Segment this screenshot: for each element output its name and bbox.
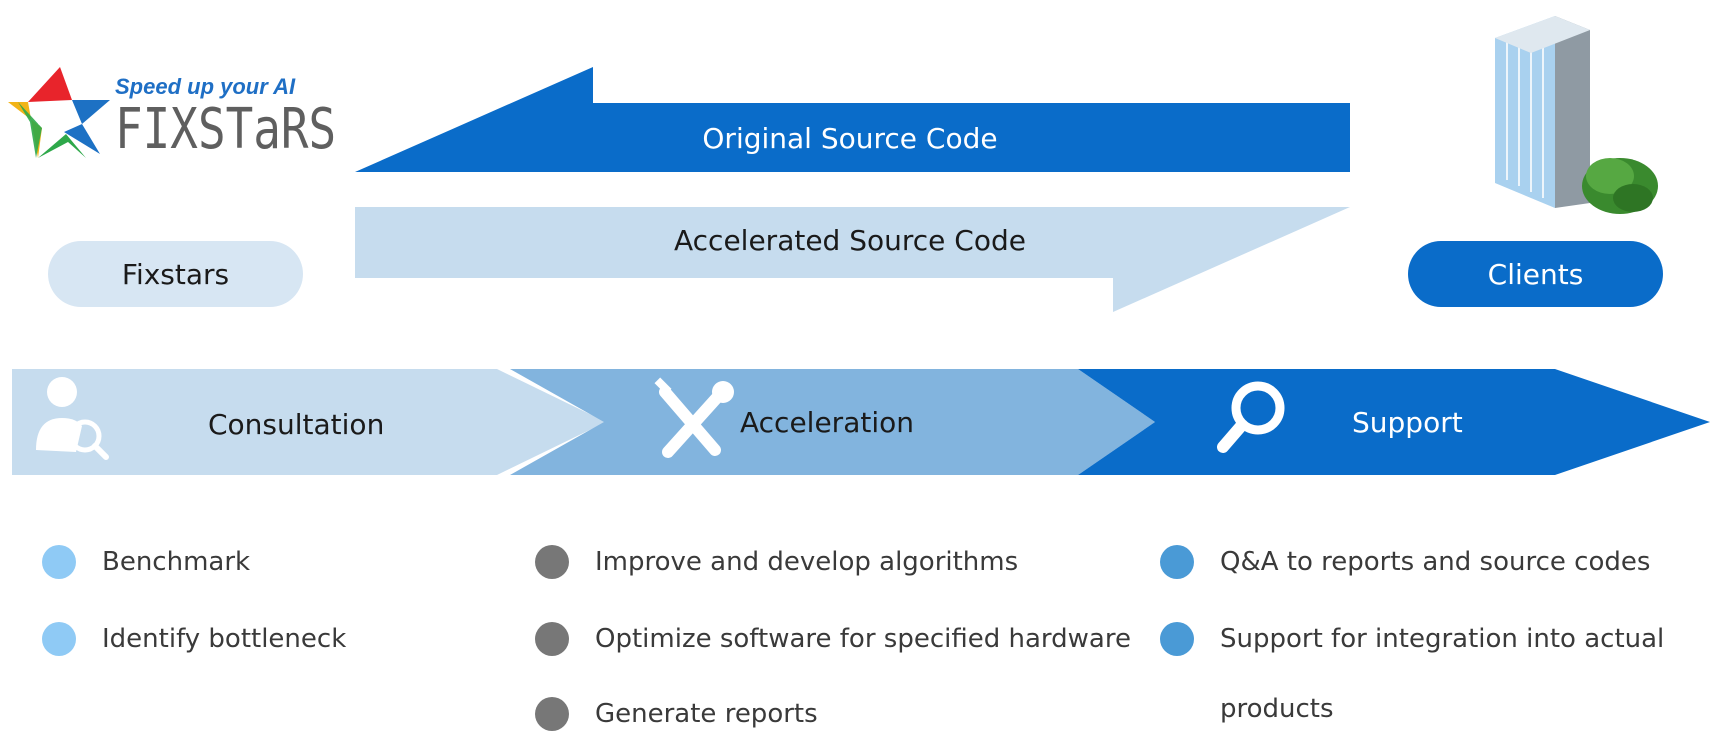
list-item-text: Identify bottleneck — [102, 624, 347, 654]
stage-label-consultation: Consultation — [208, 408, 385, 441]
office-building-icon — [1495, 16, 1658, 214]
logo-wordmark: FIXSTaRS — [115, 97, 337, 162]
list-item: Identify bottleneck — [42, 622, 346, 656]
list-item-text: products — [1220, 694, 1334, 724]
fixstars-pill: Fixstars — [48, 241, 303, 307]
list-item: Q&A to reports and source codes — [1160, 545, 1650, 579]
list-item-text: Q&A to reports and source codes — [1220, 547, 1651, 577]
bullet-dot — [42, 622, 76, 656]
bullet-dot — [535, 622, 569, 656]
fixstars-logo: Speed up your AI FIXSTaRS — [8, 62, 336, 172]
bullet-dot — [535, 545, 569, 579]
consultant-search-icon — [36, 377, 109, 460]
original-source-label: Original Source Code — [702, 122, 998, 155]
clients-pill: Clients — [1408, 241, 1663, 307]
stage-label-acceleration: Acceleration — [740, 406, 914, 439]
magnifier-icon — [1217, 381, 1285, 453]
original-source-arrow — [355, 67, 1350, 172]
list-item: Generate reports — [535, 697, 818, 731]
list-item: Improve and develop algorithms — [535, 545, 1018, 579]
accelerated-source-label: Accelerated Source Code — [674, 224, 1026, 257]
bullet-dot — [1160, 622, 1194, 656]
tools-icon — [654, 377, 734, 458]
accelerated-source-arrow — [355, 207, 1350, 312]
star-logo-icon — [8, 67, 110, 158]
list-item-text: Support for integration into actual — [1220, 624, 1665, 654]
bullet-dot — [1160, 545, 1194, 579]
list-item-text: Generate reports — [595, 699, 818, 729]
stage-chevron-consultation — [12, 369, 606, 475]
list-item: Benchmark — [42, 545, 250, 579]
bullet-dot — [42, 545, 76, 579]
list-item-continuation: products — [1160, 692, 1334, 726]
list-item-text: Improve and develop algorithms — [595, 547, 1019, 577]
list-item-text: Optimize software for specified hardware — [595, 624, 1131, 654]
bullet-dot — [535, 697, 569, 731]
stage-label-support: Support — [1352, 406, 1463, 439]
list-item: Support for integration into actual — [1160, 622, 1664, 656]
list-item: Optimize software for specified hardware — [535, 622, 1131, 656]
list-item-text: Benchmark — [102, 547, 251, 577]
logo-tagline: Speed up your AI — [115, 74, 296, 99]
